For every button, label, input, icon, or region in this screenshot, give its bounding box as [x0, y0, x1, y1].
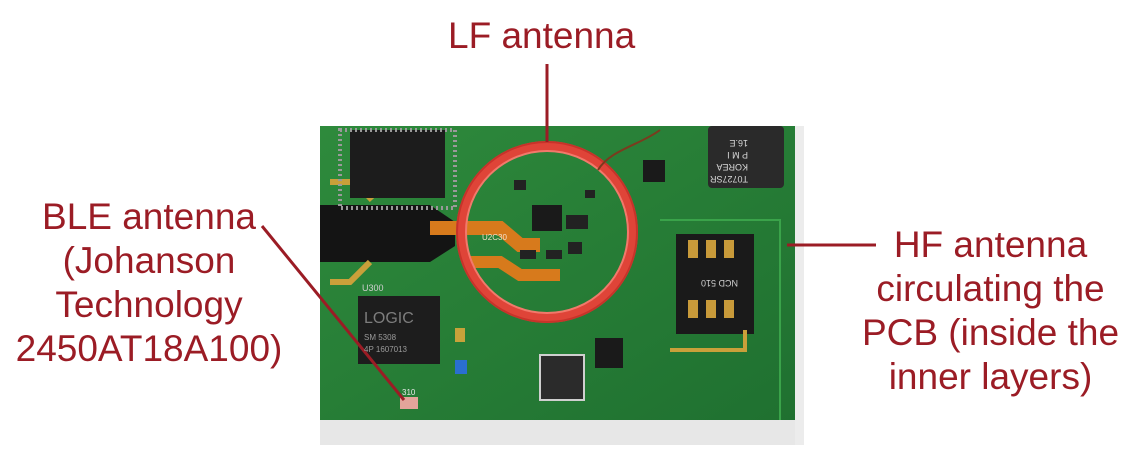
lf-antenna-label: LF antenna [448, 15, 636, 56]
hf-label-line: HF antenna [893, 224, 1088, 265]
ble-antenna-part [400, 397, 418, 409]
hf-label-line: PCB (inside the [861, 312, 1120, 353]
hf-label-line: circulating the [876, 268, 1105, 309]
module-marking-3: P M I [727, 150, 748, 160]
ble-pointer [260, 225, 406, 401]
ble-tag-marking: 310 [402, 388, 416, 397]
qfp-chip [338, 128, 457, 210]
logic-chip [358, 296, 440, 364]
connector-marking: NCD 510 [701, 278, 738, 288]
crystal-module [708, 126, 784, 188]
logic-marking-2: LOGIC [364, 310, 414, 327]
card-connector [670, 234, 754, 352]
module-marking-4: 16.E [729, 138, 748, 148]
module-marking-2: KOREA [716, 162, 748, 172]
ble-label-line: (Johanson [62, 240, 236, 281]
ble-antenna-label: BLE antenna (Johanson Technology 2450AT1… [14, 195, 284, 371]
hf-label-line: inner layers) [888, 356, 1093, 397]
module-marking-1: T0727SR [709, 174, 748, 184]
ble-label-line: 2450AT18A100) [15, 328, 283, 369]
lf-coil [456, 141, 638, 323]
flex-cable [320, 205, 455, 262]
logic-marking-4: 4P 1607013 [364, 345, 408, 354]
ble-label-line: Technology [55, 284, 243, 325]
ble-label-line: BLE antenna [42, 196, 256, 237]
flex-ref-marking: U2C30 [482, 233, 507, 242]
hf-antenna-label: HF antenna circulating the PCB (inside t… [848, 223, 1133, 399]
logic-marking-1: U300 [362, 283, 384, 293]
logic-marking-3: SM 5308 [364, 333, 397, 342]
